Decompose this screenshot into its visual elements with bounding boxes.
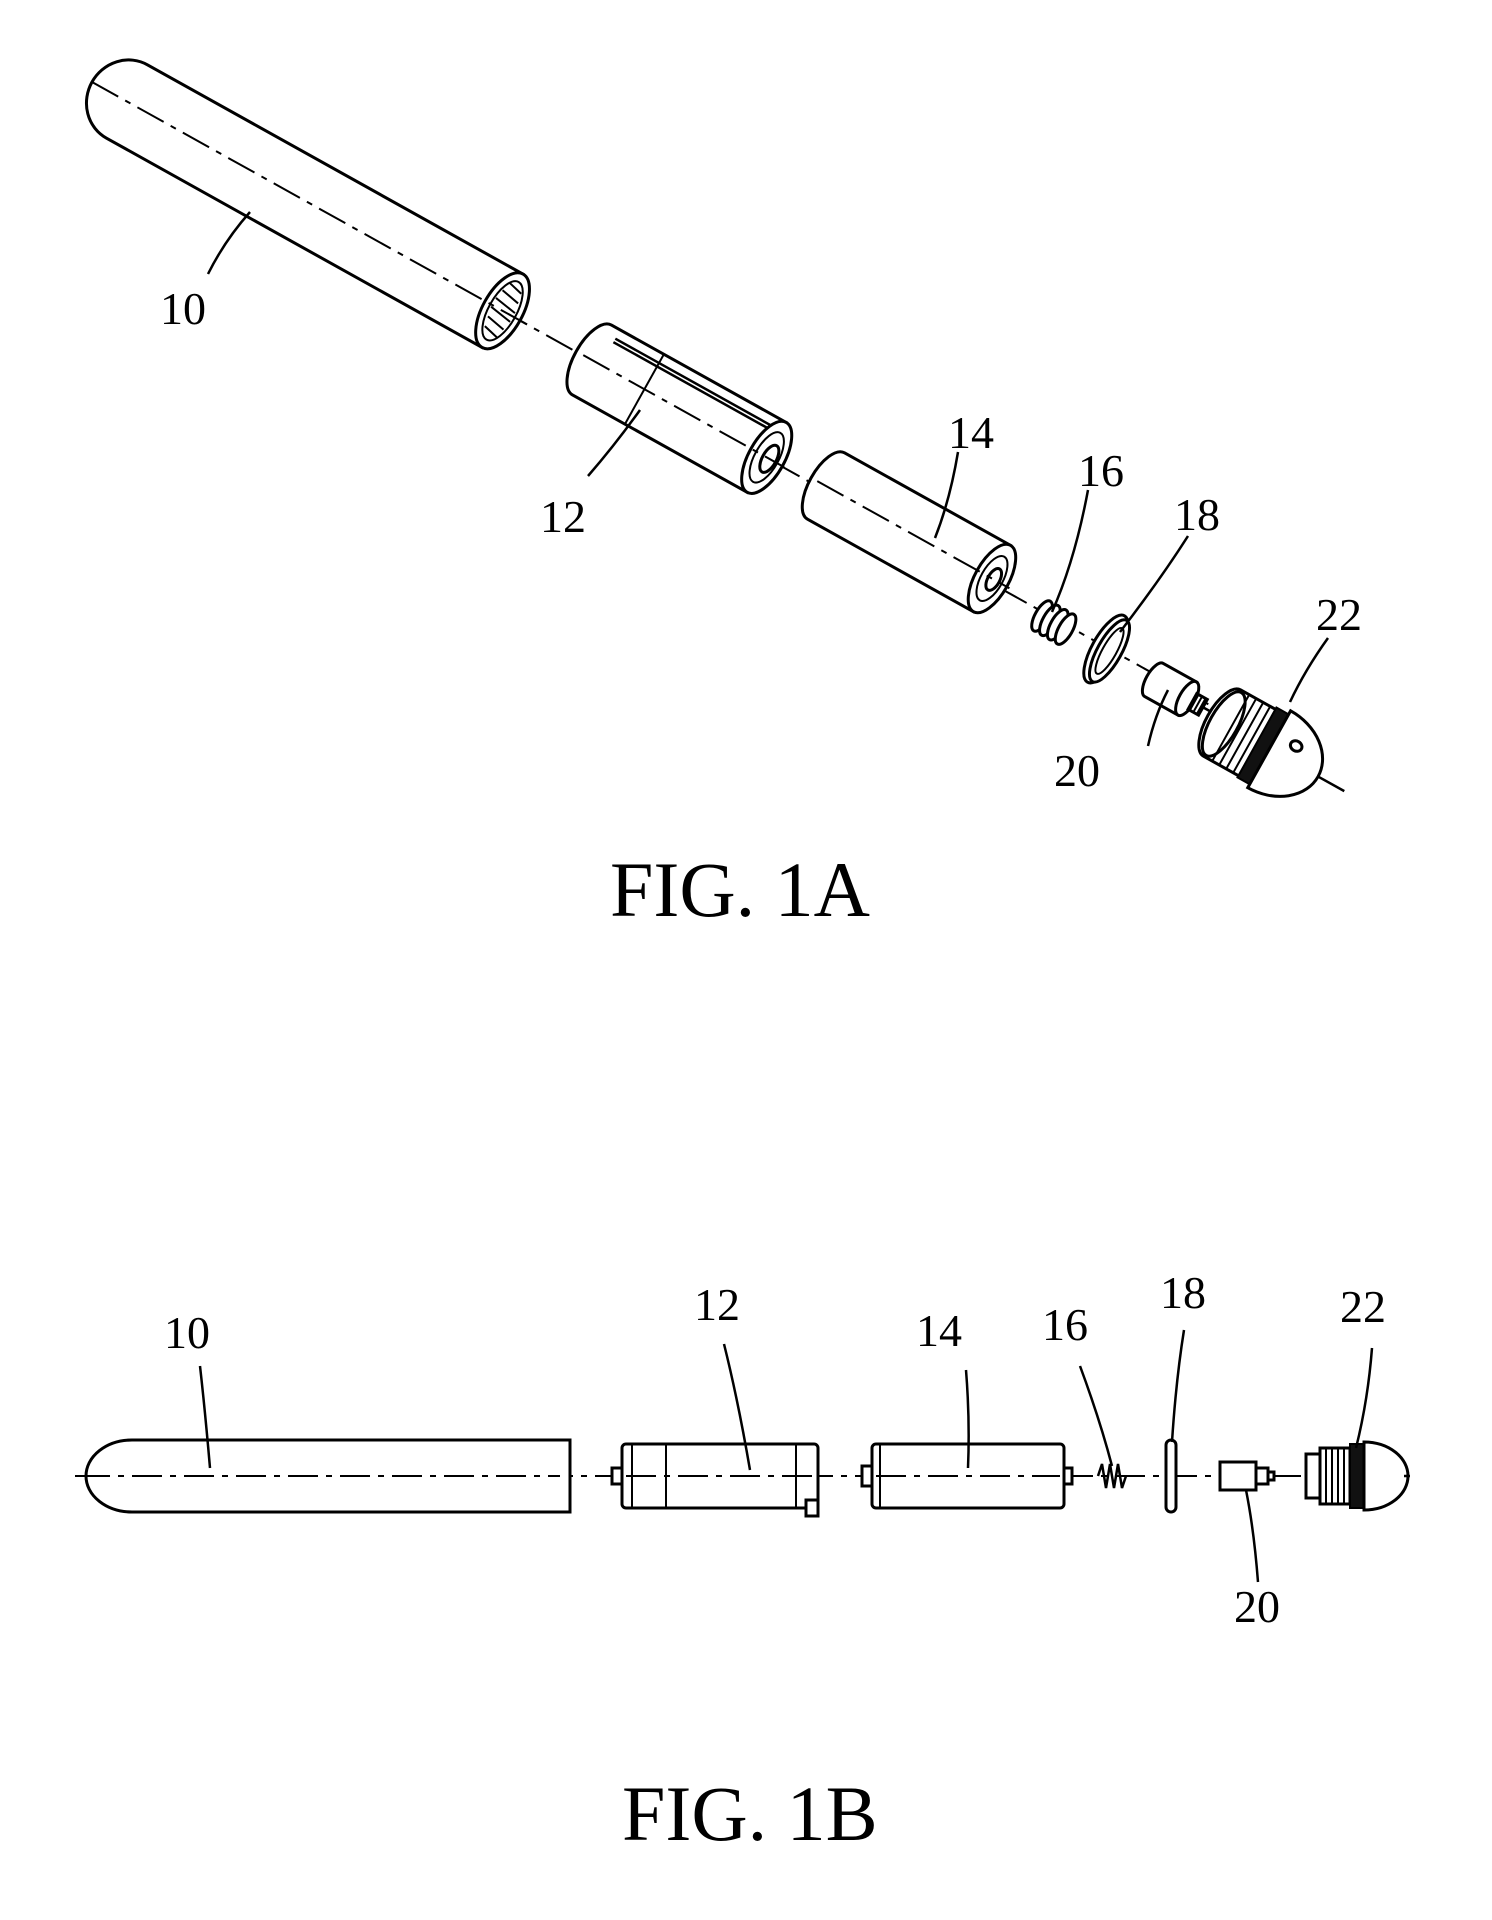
fig1b-cartridge-12 [612,1444,818,1516]
fig1a-label-20: 20 [1054,745,1100,796]
fig1b-label-10: 10 [164,1307,210,1358]
fig1a-label-18: 18 [1174,489,1220,540]
figure-1b: 10 12 14 16 18 20 22 FIG. 1B [75,1267,1410,1857]
fig1b-caption: FIG. 1B [622,1770,878,1857]
fig1a-tube-10 [72,45,550,362]
fig1a-battery-14 [793,445,1028,622]
fig1a-label-10: 10 [160,283,206,334]
figure-1a: 10 12 14 16 18 20 22 FIG. 1A [72,45,1366,933]
fig1a-label-16: 16 [1078,445,1124,496]
fig1b-battery-14 [862,1444,1072,1508]
fig1b-label-14: 14 [916,1305,962,1356]
fig1b-label-12: 12 [694,1279,740,1330]
fig1b-ring-18 [1166,1440,1176,1512]
fig1a-caption: FIG. 1A [610,846,870,933]
fig1b-cap-22 [1306,1442,1410,1510]
fig1b-lamp-20 [1220,1462,1274,1490]
fig1b-label-20: 20 [1234,1581,1280,1632]
fig1a-label-14: 14 [948,407,994,458]
fig1b-tube-10 [80,1440,570,1512]
fig1a-cartridge-12 [557,316,804,502]
fig1b-label-18: 18 [1160,1267,1206,1318]
fig1a-label-12: 12 [540,491,586,542]
fig1a-label-22: 22 [1316,589,1362,640]
fig1b-label-22: 22 [1340,1281,1386,1332]
fig1a-cap-22 [1187,677,1366,830]
fig1b-label-16: 16 [1042,1299,1088,1350]
